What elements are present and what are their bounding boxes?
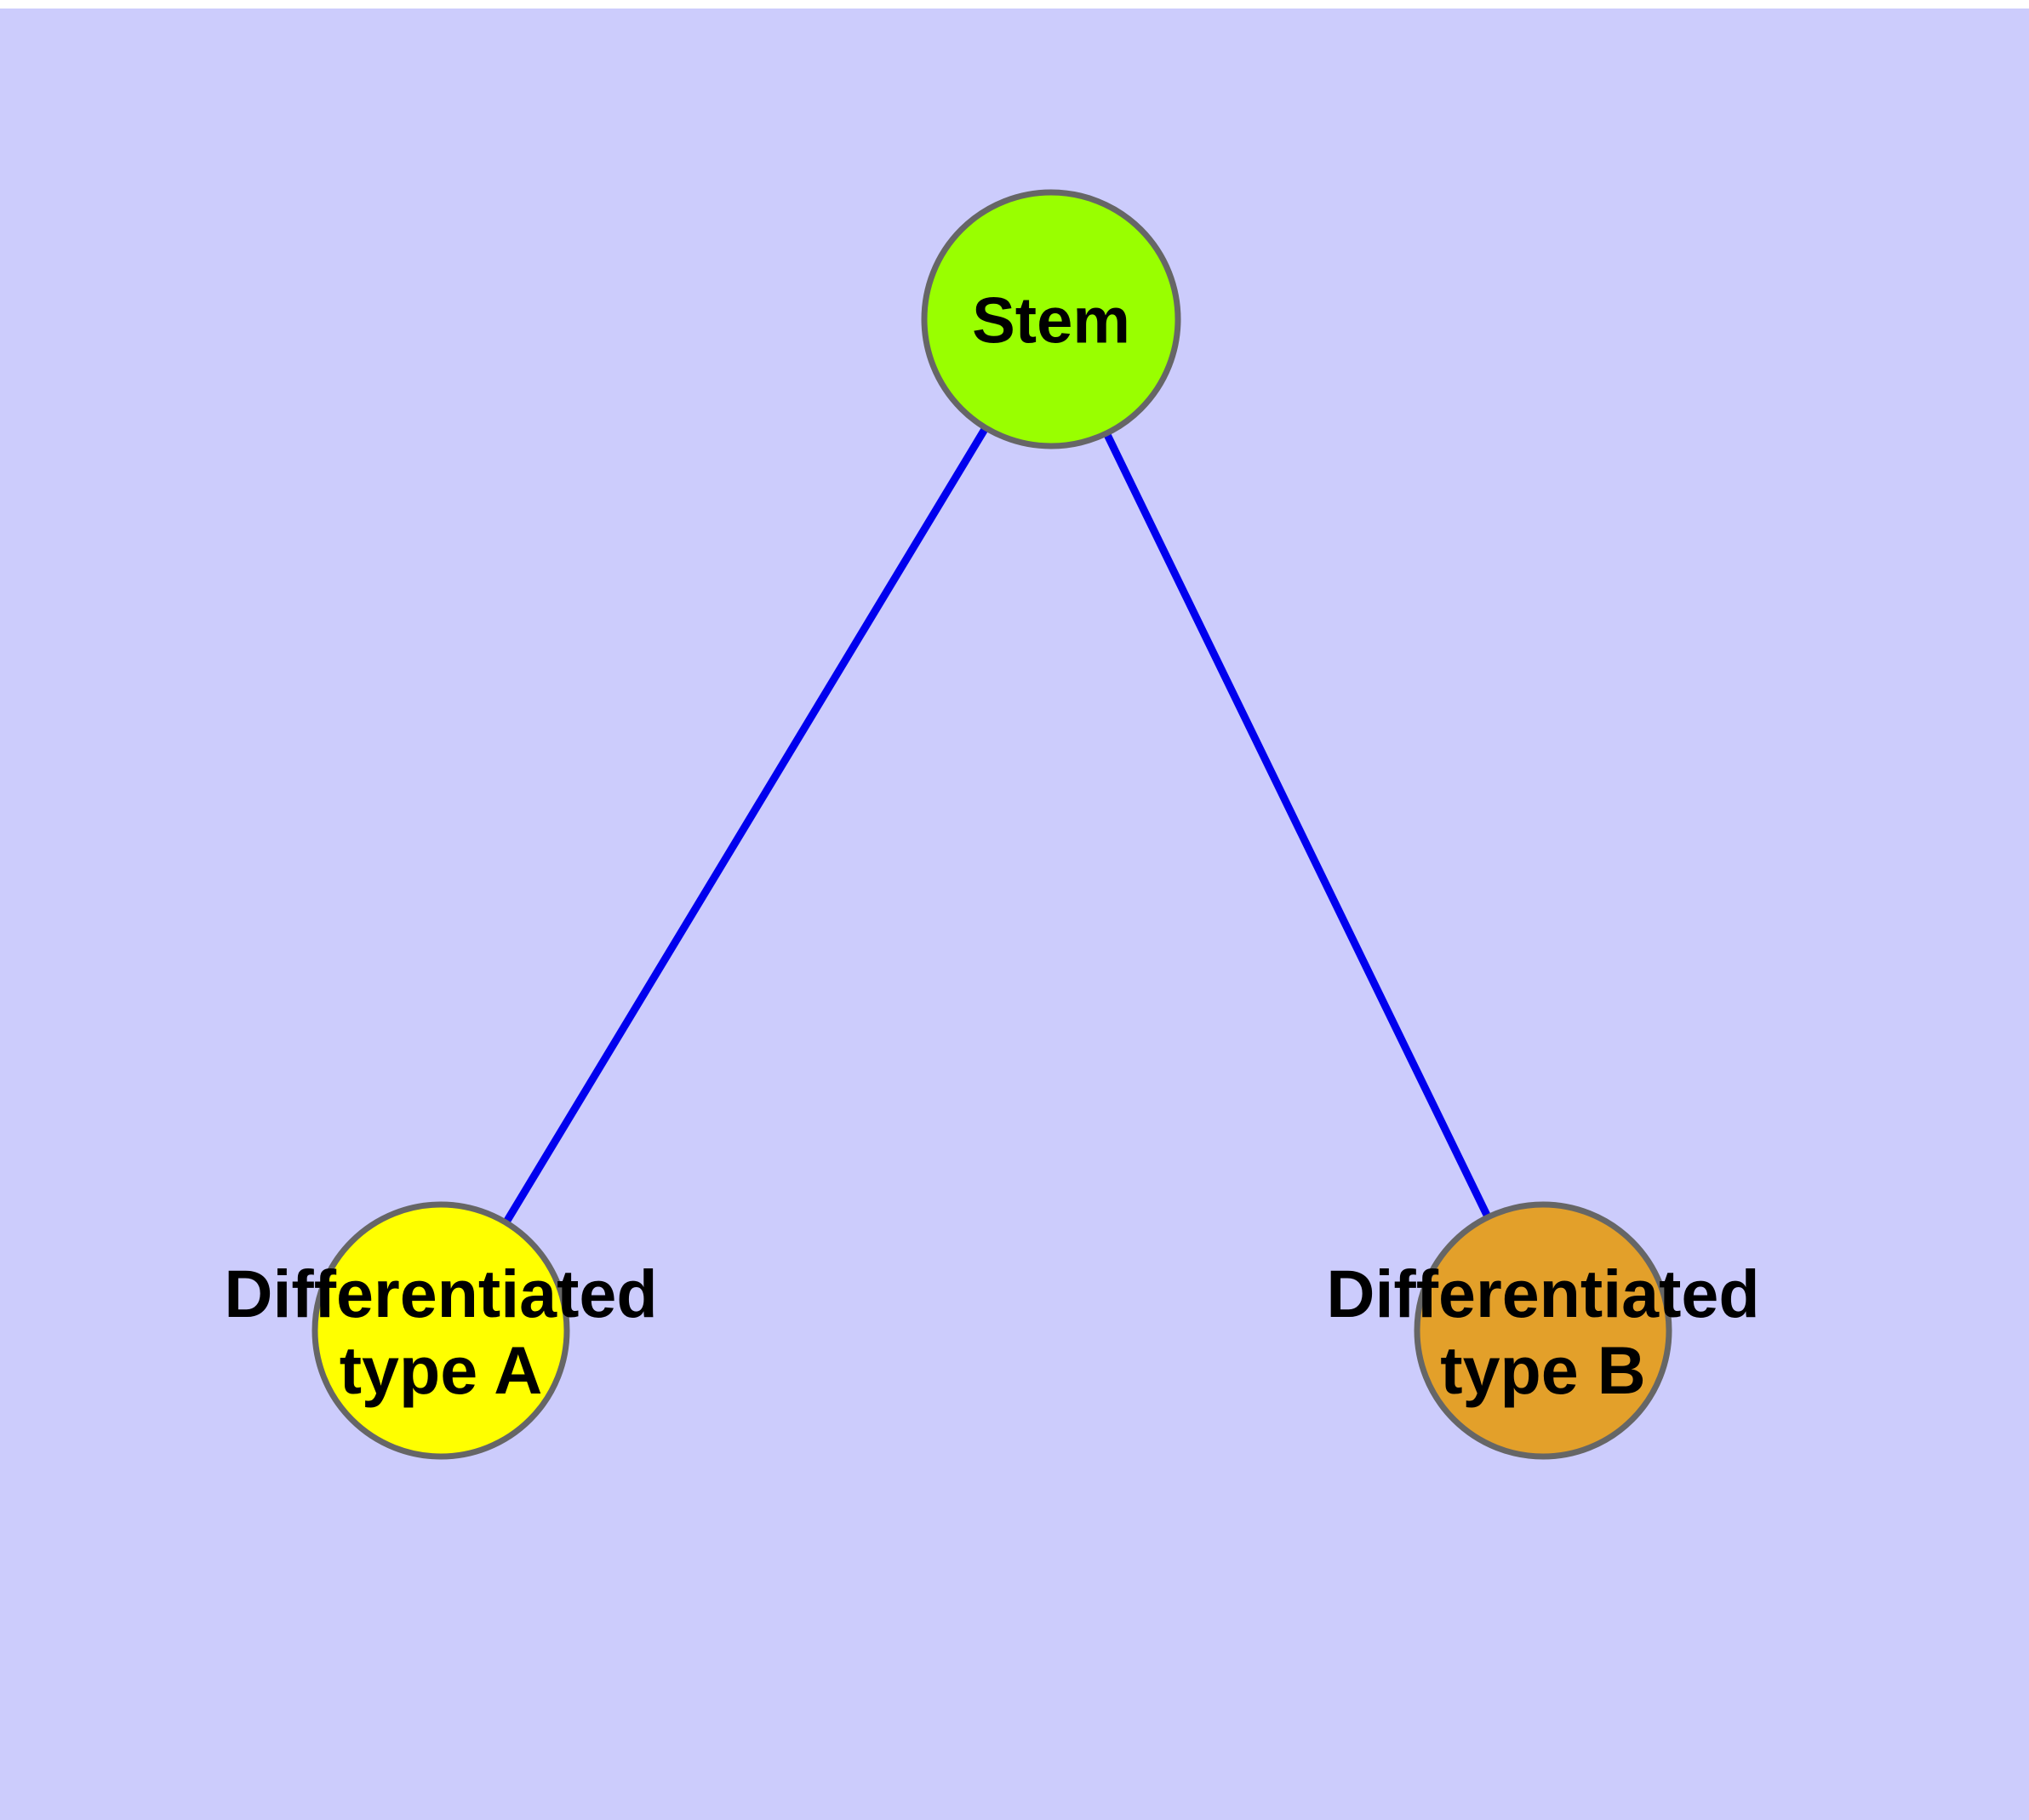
edge-layer bbox=[437, 317, 1547, 1333]
edge-stem-to-diff-b bbox=[1047, 318, 1547, 1332]
edge-stem-to-diff-a bbox=[437, 317, 1055, 1333]
node-layer bbox=[311, 189, 1672, 1460]
node-circle-diff-b[interactable] bbox=[1414, 1201, 1672, 1460]
node-circle-diff-a[interactable] bbox=[311, 1201, 570, 1460]
node-circle-stem[interactable] bbox=[921, 189, 1181, 449]
